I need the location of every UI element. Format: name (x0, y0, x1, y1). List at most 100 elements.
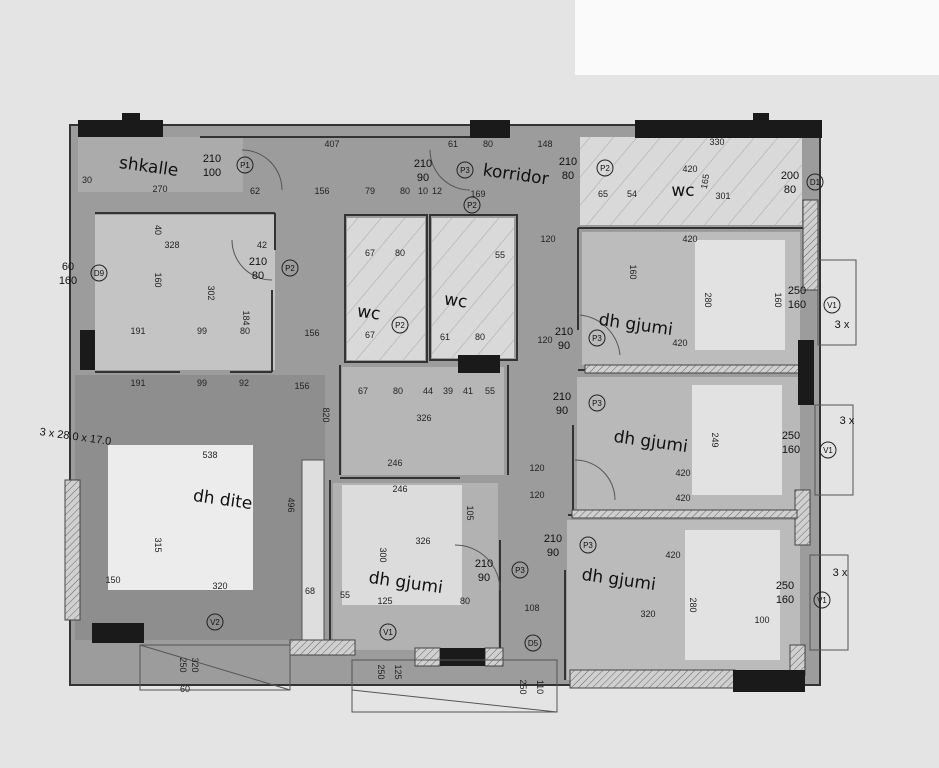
door-tag-circle (90, 264, 108, 282)
opening-width: 100 (203, 167, 221, 179)
dimension-label: 270 (152, 184, 167, 194)
dimension-label: 80 (240, 326, 250, 336)
dimension-label: 60 (180, 684, 190, 694)
door-tag-circle (206, 613, 224, 631)
dimension-label: 150 (105, 575, 120, 585)
opening-width: 90 (478, 572, 490, 584)
dimension-label: 67 (365, 248, 375, 258)
door-tag-circle (823, 296, 841, 314)
dimension-label: 55 (495, 250, 505, 260)
dimension-label: 120 (540, 234, 555, 244)
living-furniture (108, 445, 253, 590)
dimension-label: 54 (627, 189, 637, 199)
dimension-label: 80 (483, 139, 493, 149)
dimension-label: 65 (598, 189, 608, 199)
opening-width: 160 (788, 299, 806, 311)
door-tag: P2 (600, 164, 610, 173)
door-tag: P3 (460, 166, 470, 175)
dimension-label: 80 (460, 596, 470, 606)
opening-height: 210 (249, 256, 267, 268)
dimension-label: 42 (257, 240, 267, 250)
door-tag-circle (579, 536, 597, 554)
door-tag-circle (511, 561, 529, 579)
hatched-walls (64, 199, 819, 689)
door-tag-circle (588, 329, 606, 347)
wc-1-area (347, 218, 425, 360)
dimension-label: 120 (529, 463, 544, 473)
opening-width: 90 (547, 547, 559, 559)
dimension-label: 538 (202, 450, 217, 460)
door-tag: P2 (467, 201, 477, 210)
door-tag: P1 (240, 161, 250, 170)
opening-height: 250 (782, 430, 800, 442)
dimension-label: 80 (393, 386, 403, 396)
opening-height: 210 (555, 326, 573, 338)
dimension-label: 12 (432, 186, 442, 196)
door-tag-circle (819, 441, 837, 459)
door-tag: P3 (583, 541, 593, 550)
dimension-label: 108 (524, 603, 539, 613)
dimension-label: 300 (378, 547, 388, 562)
dimension-label: 320 (640, 609, 655, 619)
opening-width: 160 (59, 275, 77, 287)
door-tag-circle (281, 259, 299, 277)
door-tag-circle (391, 316, 409, 334)
structural-columns (78, 113, 822, 692)
opening-height: 210 (475, 558, 493, 570)
dimension-label: 148 (537, 139, 552, 149)
stair-area (78, 137, 243, 192)
dimension-label: 10 (418, 186, 428, 196)
door-tag: V1 (383, 628, 393, 637)
door-tag: D9 (94, 269, 105, 278)
dimension-label: 280 (688, 597, 698, 612)
door-tag: V1 (827, 301, 837, 310)
door-tag: V2 (210, 618, 220, 627)
window-count: 3 x (833, 567, 848, 579)
door-tag-circle (524, 634, 542, 652)
opening-width: 80 (784, 184, 796, 196)
door-tag: V1 (817, 596, 827, 605)
window-count: 3 x (840, 415, 855, 427)
opening-width: 160 (782, 444, 800, 456)
opening-height: 210 (544, 533, 562, 545)
room-label: wc (443, 290, 469, 313)
door-tag: D1 (810, 178, 821, 187)
door-tag: P3 (592, 334, 602, 343)
kitchen-area (95, 215, 275, 370)
dimension-label: 315 (153, 537, 163, 552)
dimension-label: 301 (715, 191, 730, 201)
dimension-label: 67 (358, 386, 368, 396)
paper-glare (575, 0, 939, 75)
dimension-label: 326 (416, 413, 431, 423)
dimension-label: 156 (294, 381, 309, 391)
dimension-label: 820 (321, 407, 331, 422)
dimension-label: 125 (377, 596, 392, 606)
dimension-label: 496 (286, 497, 296, 512)
door-tag-circle (588, 394, 606, 412)
dimension-label: 407 (324, 139, 339, 149)
opening-height: 200 (781, 170, 799, 182)
wc-3-area (580, 137, 802, 225)
opening-width: 90 (417, 172, 429, 184)
dimension-label: 184 (241, 310, 251, 325)
dimension-label: 41 (463, 386, 473, 396)
dimension-label: 420 (682, 234, 697, 244)
door-tag-circle (236, 156, 254, 174)
door-tag-circle (456, 161, 474, 179)
dimension-label: 61 (440, 332, 450, 342)
dimension-label: 302 (206, 285, 216, 300)
dimension-label: 420 (675, 468, 690, 478)
dimension-label: 67 (365, 330, 375, 340)
dimension-label: 191 (130, 378, 145, 388)
opening-width: 90 (556, 405, 568, 417)
dimension-label: 280 (703, 292, 713, 307)
dimension-label: 80 (475, 332, 485, 342)
opening-width: 90 (558, 340, 570, 352)
dimension-label: 160 (773, 292, 783, 307)
dimension-label: 55 (340, 590, 350, 600)
dimension-label: 39 (443, 386, 453, 396)
window-count: 3 x (835, 319, 850, 331)
dimension-label: 320 (190, 657, 200, 672)
dimension-label: 330 (709, 137, 724, 147)
